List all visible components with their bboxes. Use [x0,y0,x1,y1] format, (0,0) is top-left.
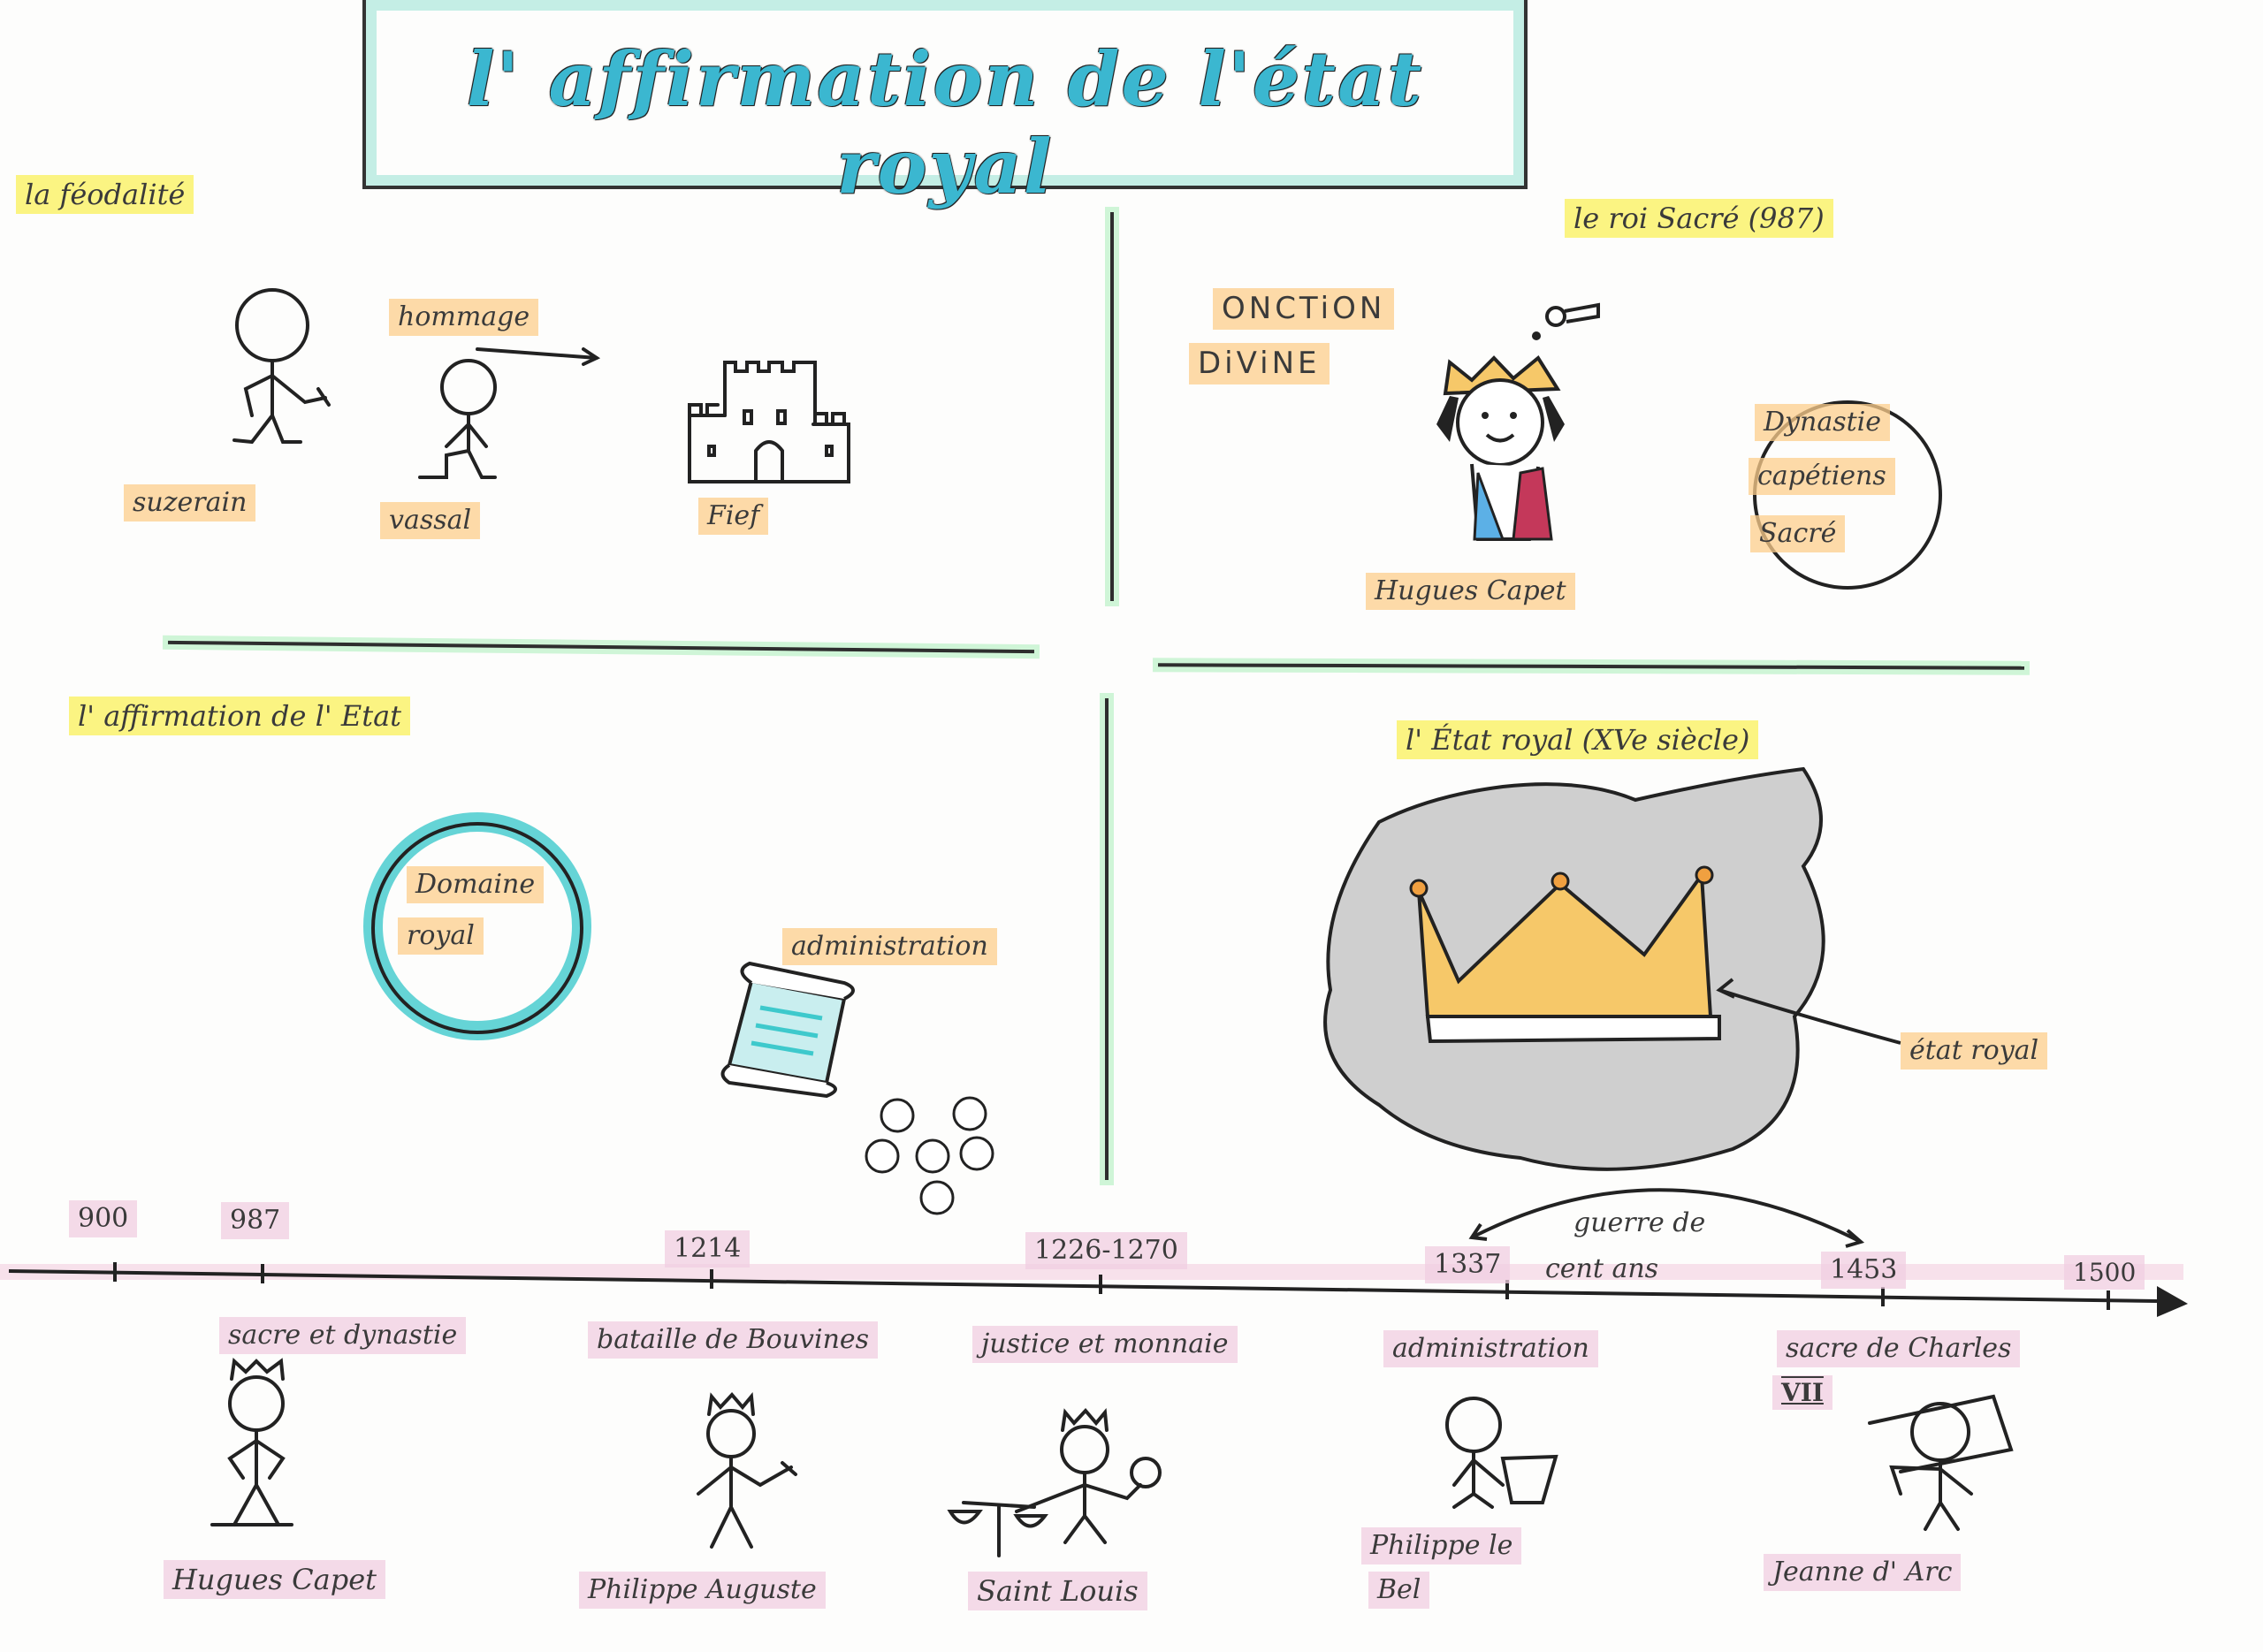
philippe-auguste-figure-icon [697,1391,797,1549]
etat-royal-arrow-icon [1716,978,1901,1045]
event-sacre-charles: sacre de Charles [1777,1330,2021,1367]
label-domaine: Domaine [407,866,545,903]
heading-feodalite: la féodalité [16,175,194,214]
page-title: l' affirmation de l'état royal [466,35,1424,210]
guerre-arc-icon [1468,1188,1865,1248]
date-1214: 1214 [665,1230,751,1268]
label-suzerain: suzerain [124,484,256,521]
event-administration: administration [1383,1330,1598,1367]
vassal-figure-icon [418,359,497,479]
title-frame: l' affirmation de l'état royal [362,0,1528,210]
divider-vertical-top [1110,212,1114,601]
person-bel: Bel [1368,1572,1430,1609]
date-1226-1270: 1226-1270 [1025,1232,1187,1269]
person-philippe-auguste: Philippe Auguste [579,1572,826,1609]
person-saint-louis: Saint Louis [968,1572,1147,1610]
label-etat-royal: état royal [1901,1032,2048,1070]
label-cent-ans: cent ans [1545,1253,1659,1284]
timeline-arrowhead-icon [2157,1286,2188,1317]
saint-louis-figure-icon [947,1407,1162,1557]
person-philippe-le: Philippe le [1361,1527,1522,1564]
hugues-capet-king-icon [1436,302,1600,541]
label-fief: Fief [698,498,769,535]
coins-icon [865,1096,994,1215]
date-1453: 1453 [1821,1252,1907,1289]
scroll-icon [720,961,855,1099]
timeline-highlight [0,1264,2183,1280]
hommage-arrow-icon [476,347,601,366]
label-capetiens: capétiens [1749,458,1895,495]
jeanne-darc-figure-icon [1868,1394,2014,1531]
label-divine: DiViNE [1189,343,1330,384]
dynastie-circle [1753,400,1942,590]
event-bouvines: bataille de Bouvines [588,1321,879,1359]
person-jeanne-darc: Jeanne d' Arc [1764,1554,1962,1591]
timeline-axis [8,1269,2158,1303]
label-sacre: Sacré [1750,515,1846,552]
label-hommage: hommage [389,299,539,336]
hugues-capet-figure-icon [210,1357,293,1526]
label-hugues-capet: Hugues Capet [1366,573,1575,610]
crown-icon [1409,865,1721,1044]
label-vassal: vassal [380,502,481,539]
date-900: 900 [69,1200,138,1237]
label-onction: ONCTiON [1213,288,1395,330]
event-sacre-dynastie: sacre et dynastie [219,1317,467,1354]
event-charles-numeral: VII [1772,1375,1832,1410]
date-1337: 1337 [1425,1246,1511,1283]
person-hugues-capet: Hugues Capet [164,1560,385,1599]
date-987: 987 [221,1202,290,1239]
heading-roi-sacre: le roi Sacré (987) [1565,199,1833,238]
label-administration: administration [782,928,997,965]
event-justice-monnaie: justice et monnaie [972,1326,1238,1363]
heading-etat-royal: l' État royal (XVe siècle) [1397,720,1759,759]
label-guerre-de: guerre de [1573,1207,1706,1238]
heading-affirmation: l' affirmation de l' Etat [69,697,410,735]
suzerain-figure-icon [232,288,331,445]
timeline-ticks [113,1262,2110,1310]
philippe-le-bel-figure-icon [1445,1397,1558,1509]
castle-icon [688,361,850,483]
date-1500: 1500 [2064,1255,2145,1290]
label-dynastie: Dynastie [1755,404,1891,441]
divider-vertical-bottom [1105,698,1109,1180]
label-royal: royal [398,917,484,955]
